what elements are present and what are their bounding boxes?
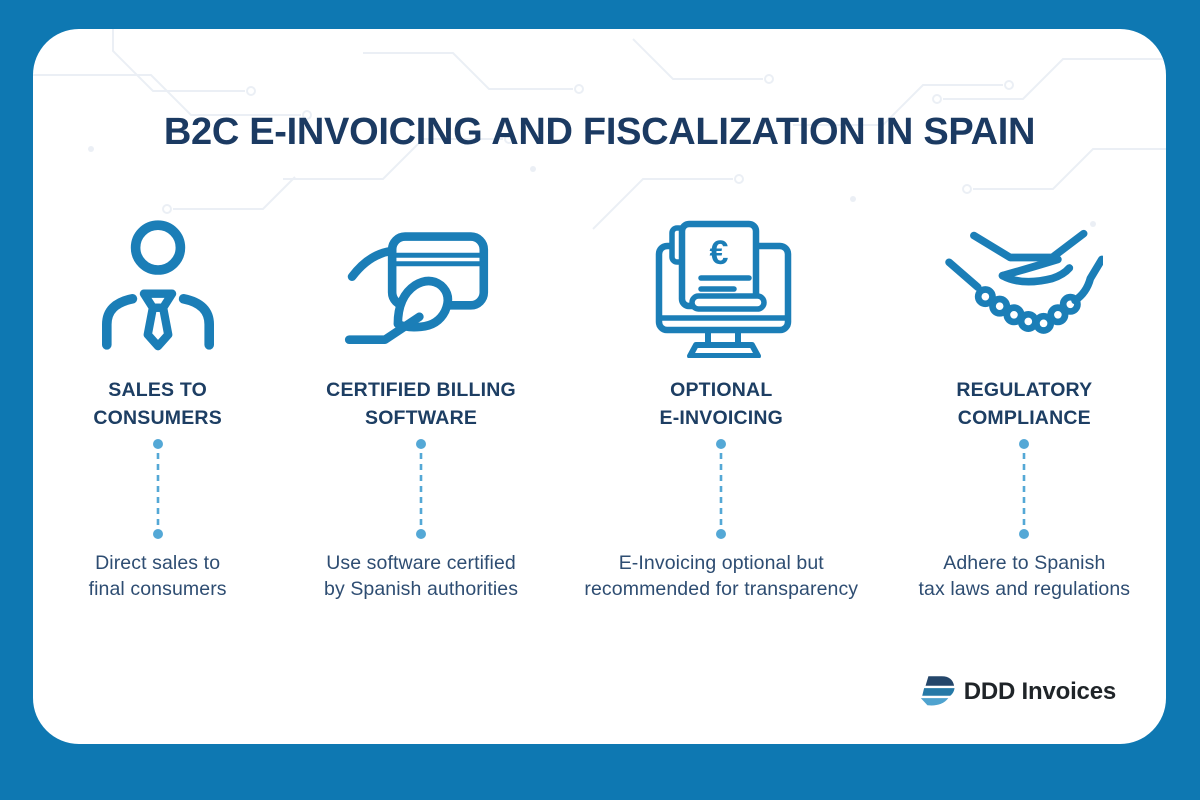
column-description: Use software certified by Spanish author… xyxy=(324,552,519,600)
column-optional-e-invoicing: € OPTIONAL E-INVOICING E-Invoicing optio… xyxy=(560,218,883,602)
hand-credit-card-icon xyxy=(340,218,503,358)
column-heading: SALES TO CONSUMERS xyxy=(93,379,222,429)
column-certified-billing-software: CERTIFIED BILLING SOFTWARE Use software … xyxy=(282,218,560,602)
svg-text:€: € xyxy=(710,234,729,272)
dashed-connector xyxy=(152,439,163,539)
dashed-connector xyxy=(416,439,427,539)
person-icon xyxy=(94,218,222,358)
column-heading: REGULATORY COMPLIANCE xyxy=(956,379,1093,429)
content-card: B2C E-INVOICING AND FISCALIZATION IN SPA… xyxy=(33,29,1166,744)
handshake-icon xyxy=(945,218,1104,358)
column-heading: CERTIFIED BILLING SOFTWARE xyxy=(326,379,516,429)
column-description: Adhere to Spanish tax laws and regulatio… xyxy=(918,552,1131,600)
column-description: Direct sales to final consumers xyxy=(88,552,227,600)
column-regulatory-compliance: REGULATORY COMPLIANCE Adhere to Spanish … xyxy=(883,218,1166,602)
ddd-invoices-logo-icon xyxy=(920,676,955,706)
dashed-connector xyxy=(1019,439,1030,539)
page-title: B2C E-INVOICING AND FISCALIZATION IN SPA… xyxy=(163,111,1036,153)
column-heading: OPTIONAL E-INVOICING xyxy=(659,379,784,429)
monitor-invoice-icon: € xyxy=(646,218,796,358)
column-description: E-Invoicing optional but recommended for… xyxy=(584,552,859,600)
dashed-connector xyxy=(716,439,727,539)
logo-text: DDD Invoices xyxy=(963,677,1117,705)
logo: DDD Invoices xyxy=(917,675,1116,708)
column-sales-to-consumers: SALES TO CONSUMERS Direct sales to final… xyxy=(33,218,282,602)
info-columns: SALES TO CONSUMERS Direct sales to final… xyxy=(33,218,1166,602)
